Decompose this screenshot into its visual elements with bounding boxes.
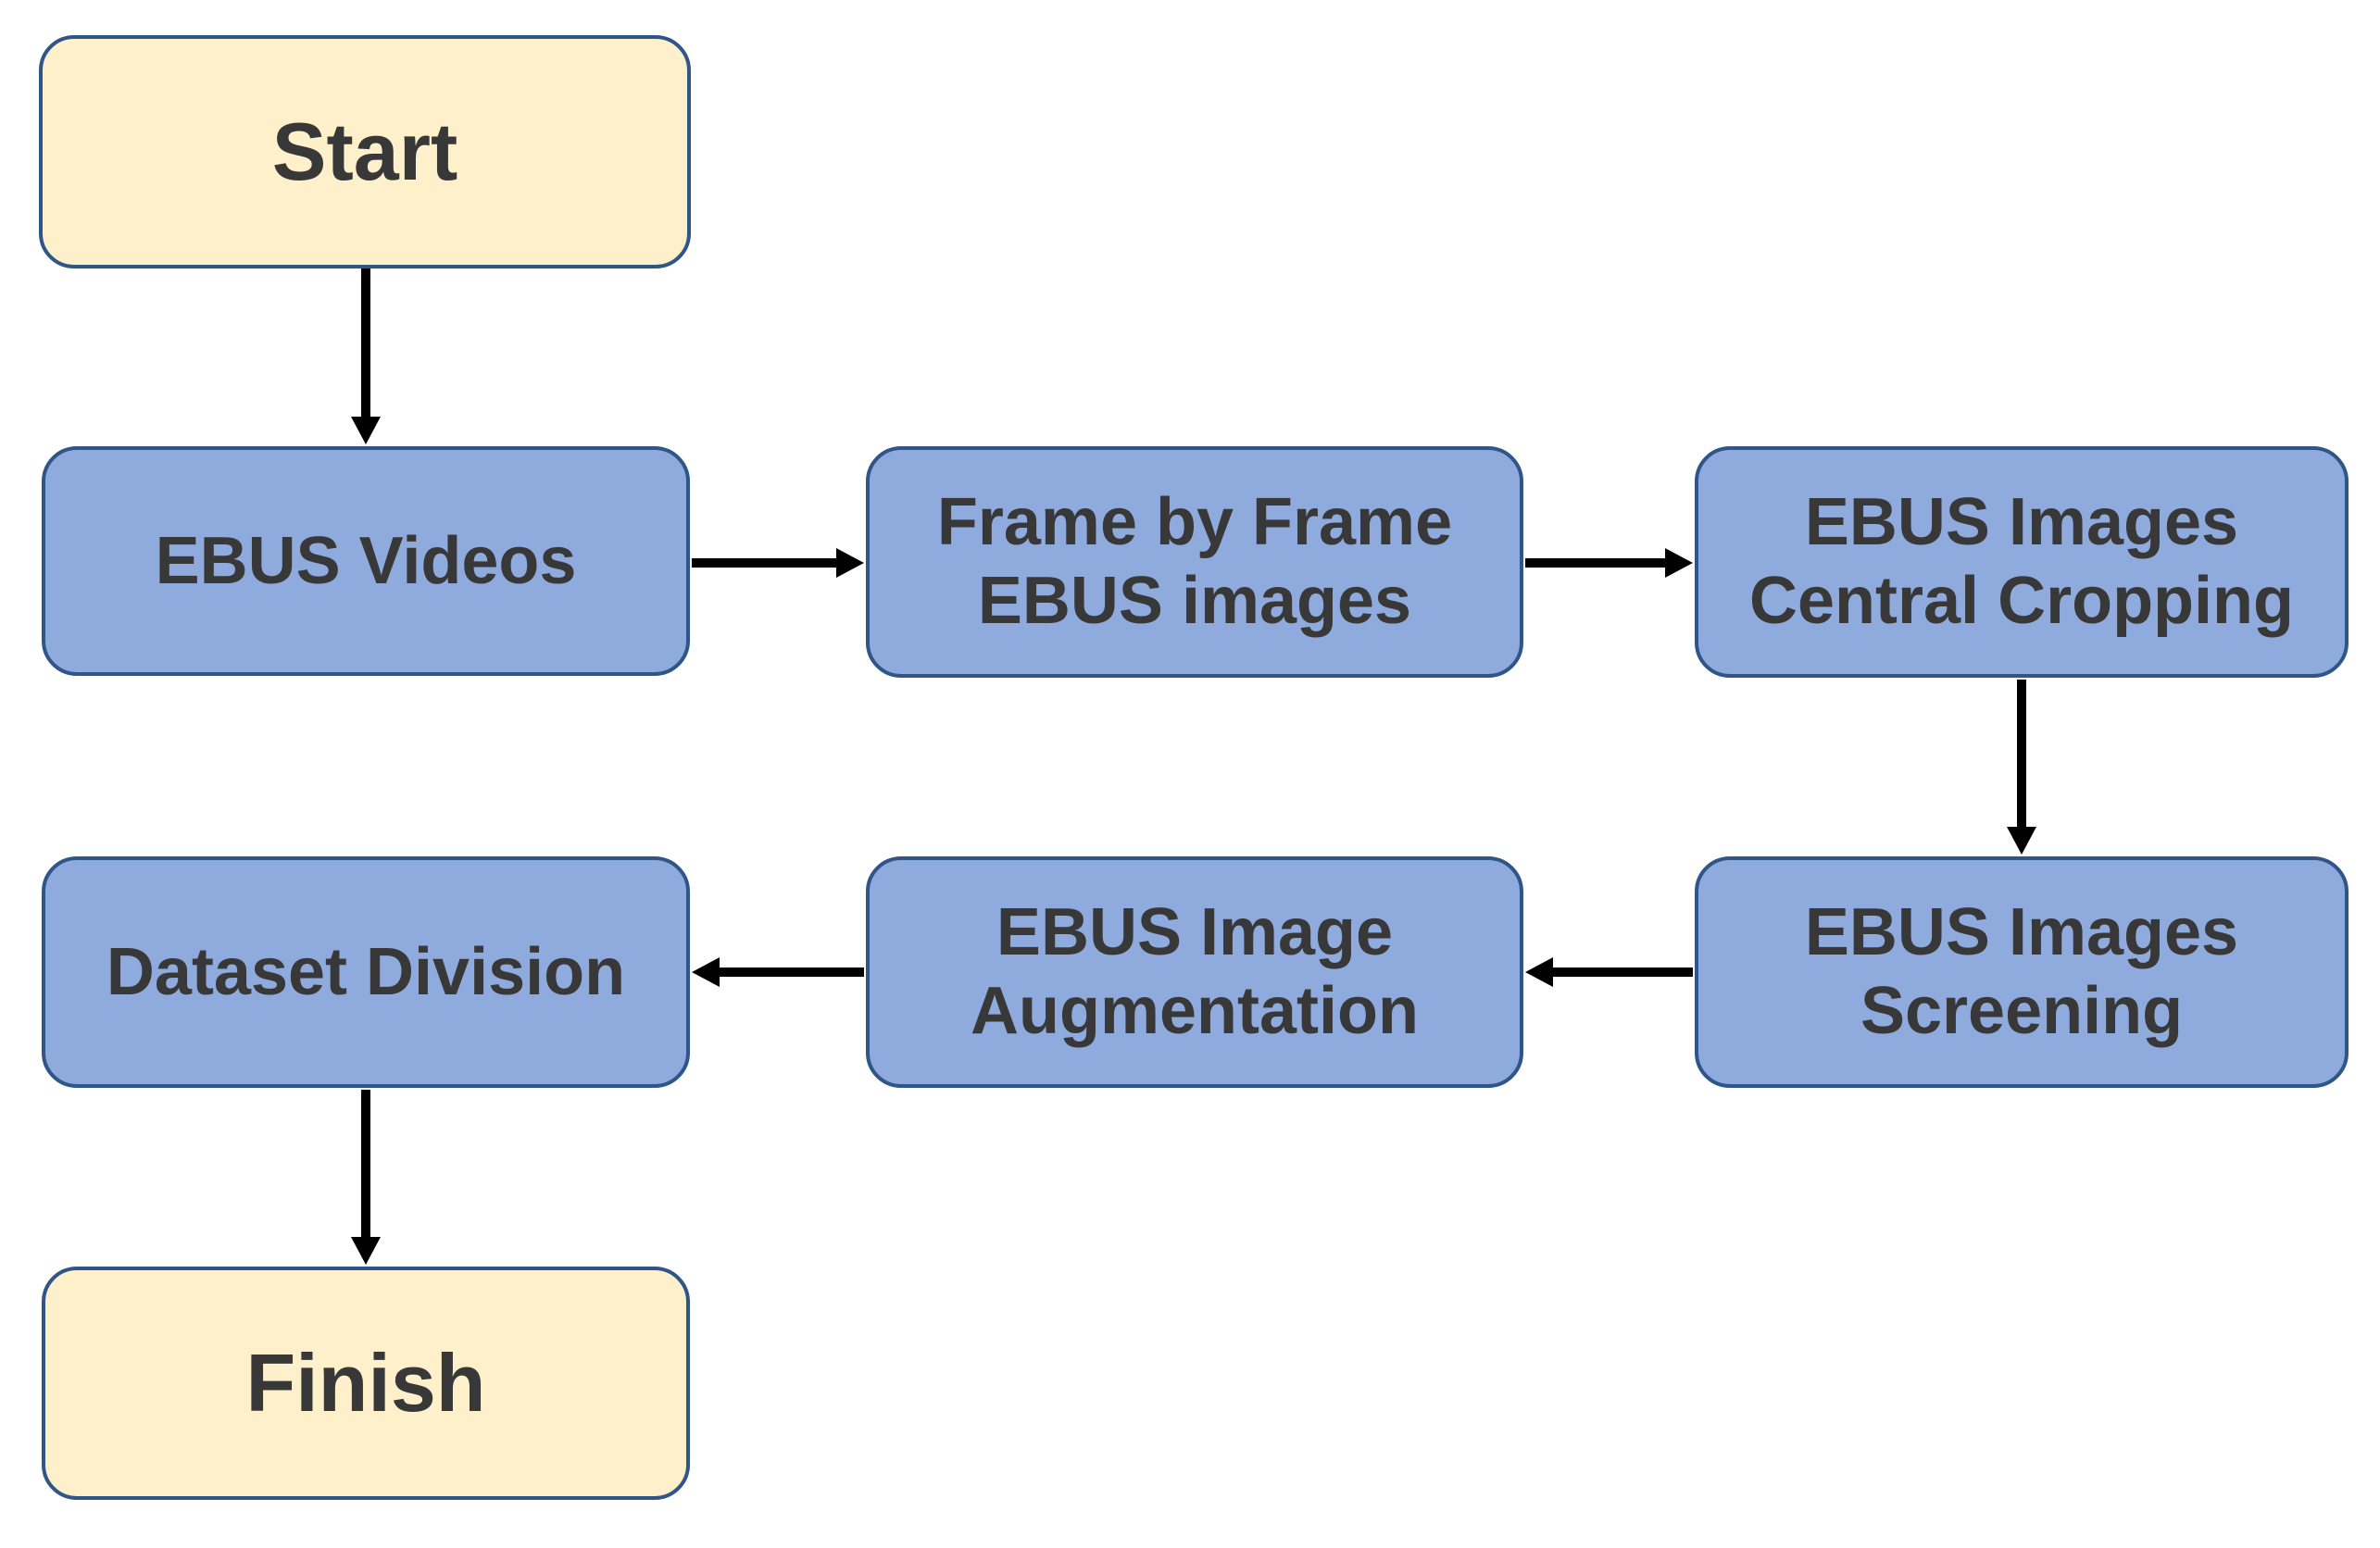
node-frame-by-frame-label: Frame by Frame EBUS images (936, 485, 1453, 638)
node-finish-label: Finish (245, 1337, 486, 1429)
node-screening-label: EBUS Images Screening (1804, 895, 2239, 1048)
node-start: Start (39, 35, 691, 268)
arrow-left-icon (1525, 957, 1553, 987)
edge-central-cropping-to-screening (2007, 680, 2036, 855)
edge-frame-by-frame-to-central-cropping (1525, 548, 1693, 578)
edge-augmentation-to-dataset-division (692, 957, 864, 987)
arrow-stem (361, 268, 370, 418)
node-ebus-images-central-cropping: EBUS Images Central Cropping (1695, 446, 2349, 678)
node-ebus-videos: EBUS Videos (42, 446, 690, 676)
arrow-stem (1525, 558, 1667, 568)
node-ebus-videos-label: EBUS Videos (155, 523, 577, 598)
edge-screening-to-augmentation (1525, 957, 1693, 987)
node-central-cropping-label: EBUS Images Central Cropping (1749, 485, 2294, 638)
node-augmentation-label: EBUS Image Augmentation (971, 895, 1419, 1048)
arrow-right-icon (1665, 548, 1693, 578)
node-finish: Finish (42, 1267, 690, 1500)
arrow-stem (361, 1090, 370, 1239)
edge-ebus-videos-to-frame-by-frame (692, 548, 864, 578)
arrow-down-icon (2007, 827, 2036, 855)
arrow-stem (1551, 968, 1693, 977)
arrow-down-icon (351, 1237, 381, 1265)
arrow-down-icon (351, 417, 381, 444)
node-ebus-images-screening: EBUS Images Screening (1695, 856, 2349, 1088)
node-dataset-division-label: Dataset Division (106, 934, 626, 1009)
node-frame-by-frame-ebus-images: Frame by Frame EBUS images (866, 446, 1523, 678)
node-dataset-division: Dataset Division (42, 856, 690, 1088)
arrow-right-icon (836, 548, 864, 578)
arrow-stem (718, 968, 864, 977)
edge-start-to-ebus-videos (351, 268, 381, 444)
arrow-left-icon (692, 957, 720, 987)
arrow-stem (2017, 680, 2026, 829)
arrow-stem (692, 558, 838, 568)
node-start-label: Start (271, 106, 458, 198)
edge-dataset-division-to-finish (351, 1090, 381, 1265)
node-ebus-image-augmentation: EBUS Image Augmentation (866, 856, 1523, 1088)
